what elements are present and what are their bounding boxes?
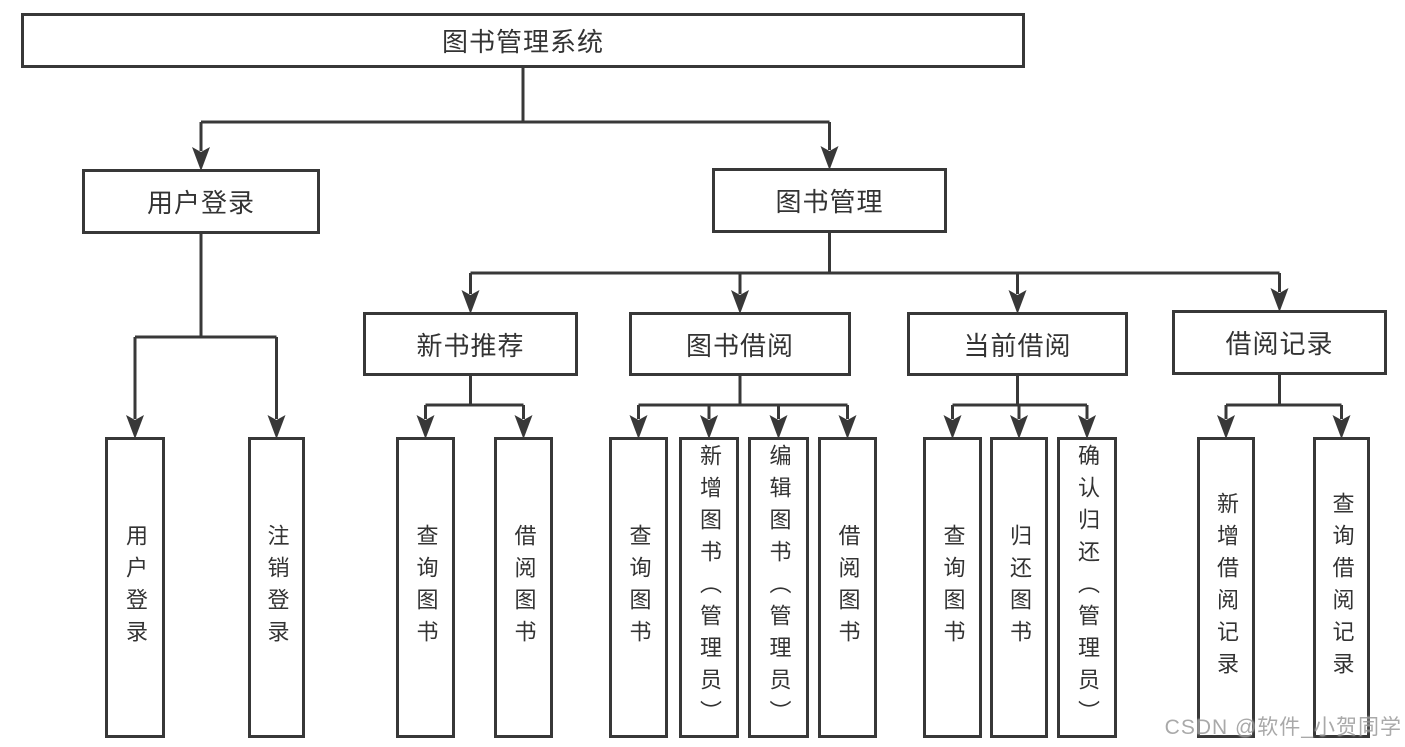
arrowhead (461, 290, 480, 314)
arrowhead (1217, 415, 1235, 439)
node-label: 归还图书 (1007, 523, 1032, 652)
node-label: 图书管理系统 (441, 27, 604, 57)
node-leaf-return-book: 归还图书 (990, 437, 1048, 738)
arrowhead (1078, 415, 1096, 439)
node-leaf-edit-book: 编辑图书（管理员） (748, 437, 809, 738)
node-label: 编辑图书（管理员） (766, 443, 792, 732)
node-label: 图书管理 (775, 187, 884, 217)
node-label: 借阅记录 (1225, 329, 1334, 359)
node-root: 图书管理系统 (21, 13, 1025, 68)
arrowhead (514, 415, 533, 439)
arrowhead (1008, 290, 1027, 314)
arrowhead (838, 415, 857, 439)
node-user-login: 用户登录 (82, 169, 320, 234)
node-label: 查询图书 (626, 523, 652, 652)
arrowhead (820, 146, 839, 170)
node-label: 新增借阅记录 (1214, 491, 1239, 684)
node-label: 新增图书（管理员） (697, 443, 722, 732)
node-leaf-add-book: 新增图书（管理员） (679, 437, 739, 738)
node-leaf-borrow-book-1: 借阅图书 (494, 437, 553, 738)
node-label: 查询借阅记录 (1329, 491, 1355, 684)
node-label: 图书借阅 (685, 330, 794, 361)
arrowhead (416, 415, 435, 439)
arrowhead (1332, 415, 1351, 439)
arrowhead (1270, 288, 1289, 312)
node-leaf-add-record: 新增借阅记录 (1197, 437, 1255, 738)
node-label: 当前借阅 (963, 330, 1072, 361)
arrowhead (1010, 415, 1028, 439)
arrowhead (731, 290, 749, 314)
node-book-mgmt: 图书管理 (712, 168, 947, 233)
node-label: 注销登录 (264, 523, 290, 652)
arrowhead (700, 415, 718, 439)
arrowhead (943, 415, 962, 439)
node-leaf-query-record: 查询借阅记录 (1313, 437, 1370, 738)
node-leaf-borrow-book-2: 借阅图书 (818, 437, 877, 738)
node-label: 确认归还（管理员） (1075, 443, 1100, 732)
node-label: 用户登录 (146, 188, 255, 218)
arrowhead (267, 415, 286, 439)
node-leaf-query-book-2: 查询图书 (609, 437, 668, 738)
arrowhead (192, 147, 210, 171)
node-leaf-query-book-1: 查询图书 (396, 437, 455, 738)
arrowhead (769, 415, 788, 439)
node-leaf-confirm-return: 确认归还（管理员） (1057, 437, 1117, 738)
node-label: 借阅图书 (511, 523, 537, 652)
node-leaf-logout: 注销登录 (248, 437, 305, 738)
node-current-borrow: 当前借阅 (907, 312, 1128, 376)
node-label: 新书推荐 (416, 330, 525, 361)
node-leaf-user-login: 用户登录 (105, 437, 165, 738)
node-leaf-query-book-3: 查询图书 (923, 437, 982, 738)
node-new-book-rec: 新书推荐 (363, 312, 578, 376)
arrowhead (629, 415, 648, 439)
arrowhead (126, 415, 144, 439)
node-label: 借阅图书 (835, 523, 861, 652)
node-book-borrow: 图书借阅 (629, 312, 851, 376)
node-label: 用户登录 (123, 523, 148, 652)
node-borrow-records: 借阅记录 (1172, 310, 1387, 375)
node-label: 查询图书 (940, 523, 966, 652)
node-label: 查询图书 (413, 523, 439, 652)
